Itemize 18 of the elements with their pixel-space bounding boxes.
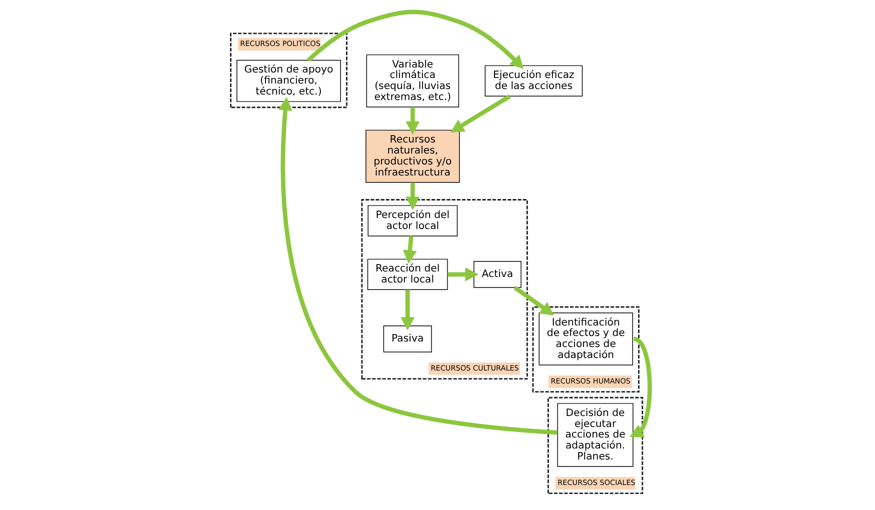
node-box: Identificación de efectos y de acciones de adaptación [538,312,633,365]
arrow [450,94,511,132]
arrow [278,96,558,434]
node-box: Activa [474,260,522,288]
node-box: Variable climática (sequía, lluvias extremas, etc.) [366,54,460,107]
arrow [406,106,420,134]
arrow [448,266,479,281]
arrow [402,235,417,264]
arrow [514,285,554,315]
arrow [400,289,415,330]
node-box: Gestión de apoyo (financiero, técnico, etc.) [236,59,341,102]
node-box: Decisión de ejecutar acciones de adaptación. Planes. [557,402,634,466]
node-box: Percepción del actor local [368,204,458,236]
node-box: Pasiva [383,325,432,352]
node-box: Recursos naturales, productivos y/o infraestructura [366,129,460,182]
node-box: Ejecución eficaz de las acciones [484,64,583,96]
node-box: Reacción del actor local [367,258,448,290]
arrow [406,182,420,210]
